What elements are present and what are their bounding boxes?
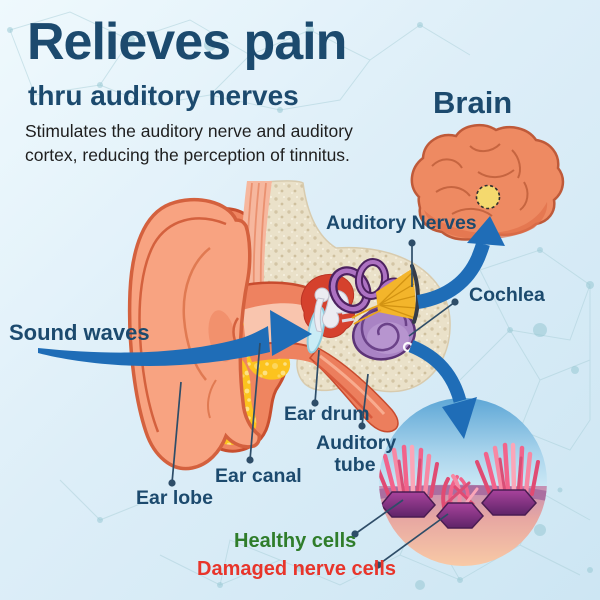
- page-title: Relieves pain: [27, 13, 347, 71]
- cochlea-shape: [351, 304, 417, 361]
- leader-dots: [168, 239, 459, 569]
- page-subtitle: thru auditory nerves: [28, 80, 299, 111]
- label-auditory-tube: Auditory tube: [316, 432, 397, 476]
- healthy-hair-cell: [379, 444, 439, 518]
- brain-illustration: [410, 123, 565, 241]
- label-brain: Brain: [433, 85, 513, 120]
- label-healthy-cells: Healthy cells: [234, 530, 357, 552]
- label-ear-canal: Ear canal: [215, 465, 302, 487]
- leader-lines: [171, 243, 456, 566]
- description-text: Stimulates the auditory nerve and audito…: [25, 121, 353, 165]
- label-sound-waves: Sound waves: [9, 320, 150, 345]
- auditory-cortex-spot: [475, 184, 501, 210]
- label-auditory-nerves: Auditory Nerves: [326, 212, 477, 234]
- label-cochlea: Cochlea: [469, 284, 545, 306]
- damaged-hair-cell: [436, 474, 484, 529]
- label-damaged-nerve-cells: Damaged nerve cells: [197, 558, 396, 580]
- label-ear-lobe: Ear lobe: [136, 487, 213, 509]
- label-ear-drum: Ear drum: [284, 403, 370, 425]
- cochlea-to-cells-arrow: [408, 339, 477, 439]
- auditory-nerve-fan: [351, 264, 420, 325]
- network-nodes: [7, 22, 594, 590]
- sound-wave-arrow: [38, 310, 312, 366]
- nerve-to-brain-arrow: [416, 216, 505, 309]
